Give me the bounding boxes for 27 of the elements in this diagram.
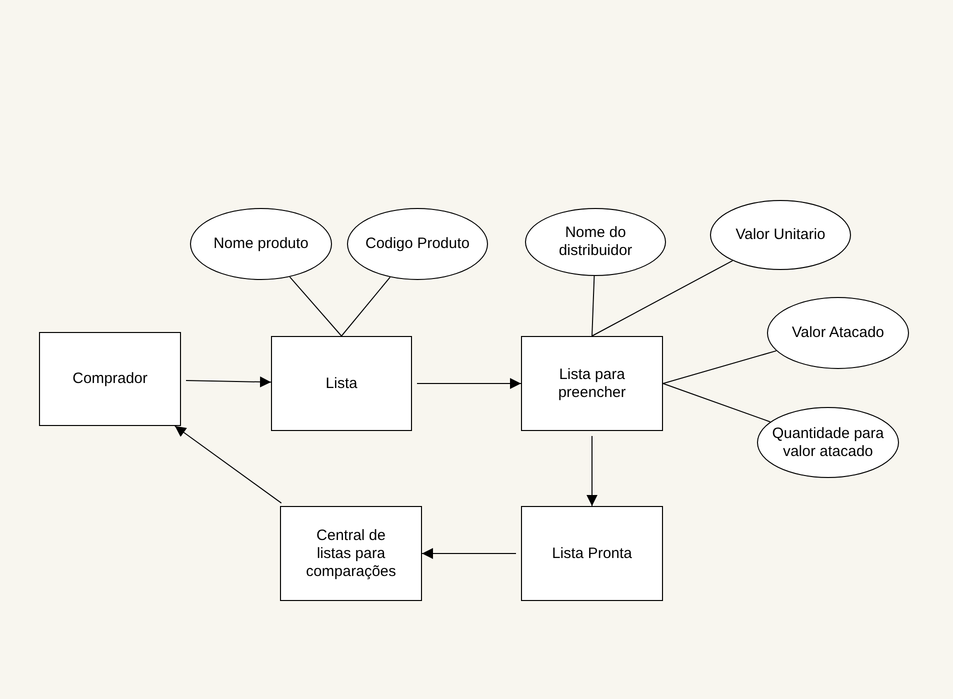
node-label: Nome produto: [212, 235, 310, 253]
process-box: [271, 336, 412, 431]
process-box: [521, 506, 663, 601]
process-box: [280, 506, 422, 601]
node-label: Lista Pronta: [550, 544, 634, 562]
node-label: Quantidade para valor atacado: [771, 424, 885, 460]
node-label: Valor Atacado: [790, 324, 886, 342]
node-label: Lista para preencher: [557, 366, 627, 402]
arrow: [416, 378, 522, 389]
process-box: [521, 336, 663, 431]
node-label: Codigo Produto: [364, 235, 471, 253]
connector-line: [592, 260, 734, 336]
node-label: Central de listas para comparações: [304, 526, 398, 580]
arrow: [586, 436, 598, 506]
arrow: [186, 376, 272, 388]
arrow: [422, 548, 516, 559]
node-label: Lista: [324, 374, 358, 392]
node-label: Valor Unitario: [734, 226, 826, 244]
connector-line: [592, 276, 595, 336]
node-label: Comprador: [71, 370, 149, 388]
connector-line: [341, 276, 391, 336]
arrow: [174, 426, 282, 504]
node-label: Nome do distribuidor: [558, 224, 634, 260]
connector-line: [662, 350, 777, 384]
process-box: [39, 332, 181, 426]
connector-line: [289, 276, 342, 336]
connector-line: [662, 383, 771, 422]
